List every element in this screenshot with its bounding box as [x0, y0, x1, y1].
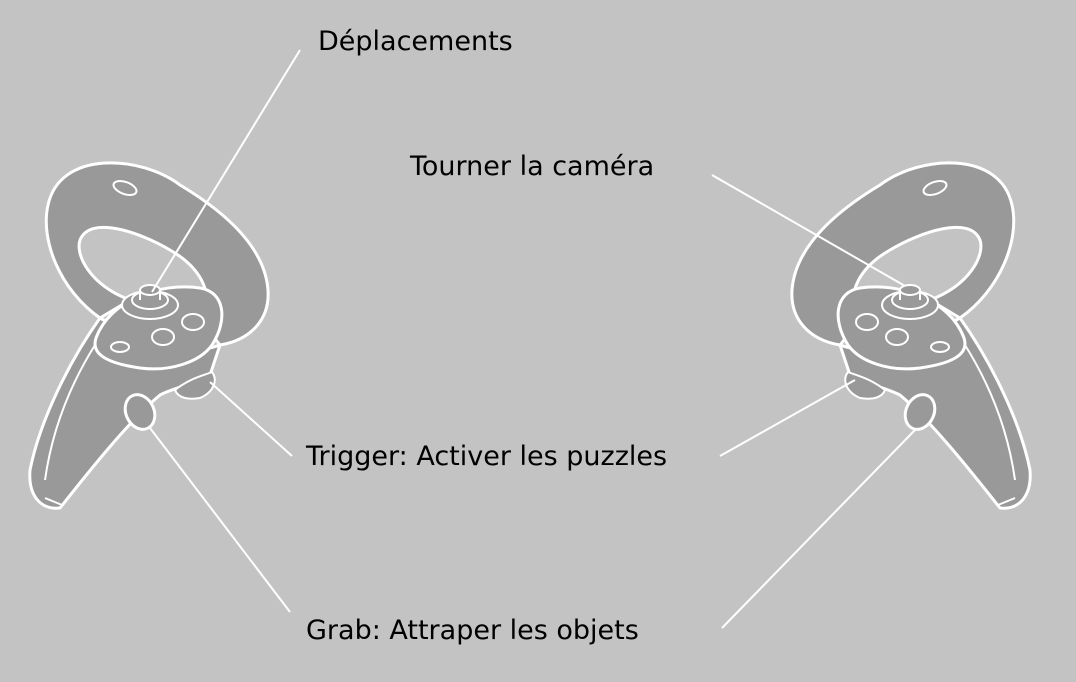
trigger-callout-line-right — [719, 379, 856, 457]
grab-callout-line-left — [149, 427, 291, 613]
trigger-callout-line-left — [209, 381, 293, 457]
right-controller-icon — [790, 161, 1032, 510]
grab-callout-line-right — [721, 429, 916, 629]
camera-callout-line — [711, 174, 906, 287]
camera-label: Tourner la caméra — [410, 151, 655, 182]
grab-label: Grab: Attraper les objets — [306, 615, 639, 646]
left-controller-icon — [28, 161, 270, 510]
trigger-label: Trigger: Activer les puzzles — [306, 441, 668, 472]
move-callout-line — [151, 49, 301, 293]
move-label: Déplacements — [318, 26, 513, 57]
